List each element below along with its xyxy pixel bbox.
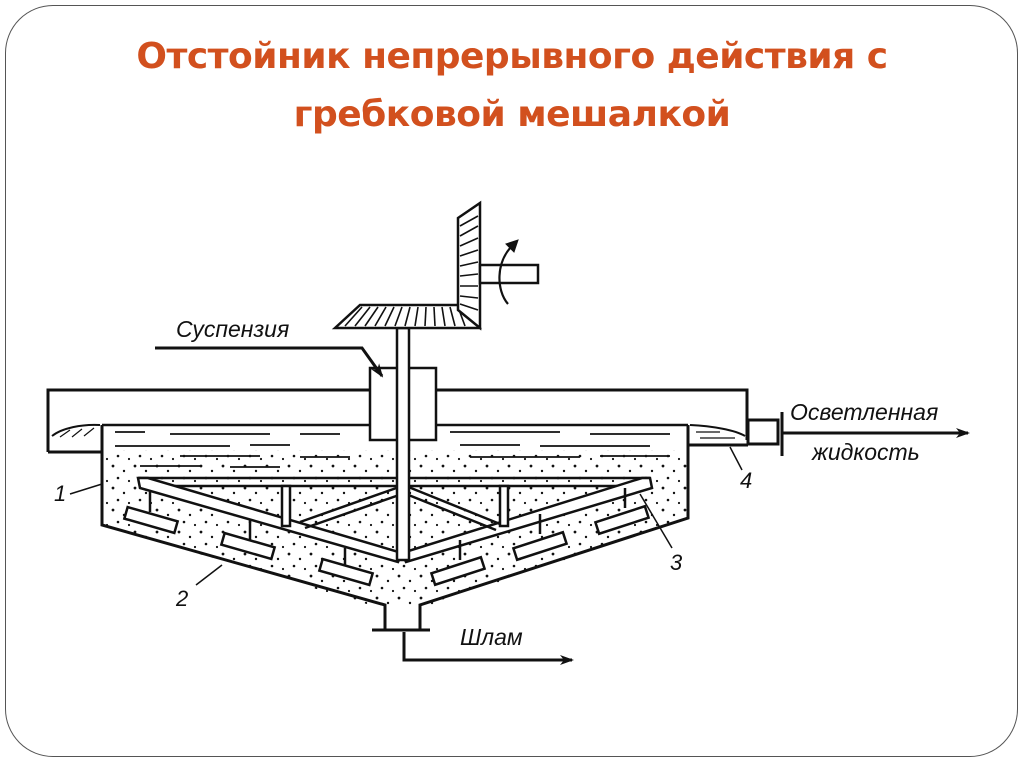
part-number-4: 4 — [740, 468, 752, 493]
suspension-feed-arrow — [155, 346, 384, 378]
rake-mixer — [122, 476, 654, 587]
slide-title: Отстойник непрерывного действия с гребко… — [60, 28, 964, 144]
part-number-1: 1 — [54, 481, 66, 506]
clarified-outlet — [746, 412, 784, 456]
drive-shaft — [331, 200, 540, 562]
title-line-1: Отстойник непрерывного действия с — [136, 36, 888, 77]
leader-lines — [69, 446, 743, 586]
part-number-3: 3 — [670, 550, 683, 575]
title-line-2: гребковой мешалкой — [293, 94, 731, 135]
rotation-arrow-icon — [498, 245, 513, 305]
label-sludge: Шлам — [460, 624, 523, 650]
label-clarified-line1: Осветленная — [790, 399, 938, 425]
liquid-surface — [115, 431, 670, 468]
label-clarified-line2: жидкость — [811, 439, 920, 465]
drive-input-shaft — [478, 263, 540, 285]
sludge-outlet-arrow — [402, 632, 574, 665]
label-suspension: Суспензия — [176, 316, 289, 342]
slide-frame — [5, 5, 1018, 757]
shaft — [395, 326, 411, 562]
part-number-2: 2 — [175, 586, 188, 611]
